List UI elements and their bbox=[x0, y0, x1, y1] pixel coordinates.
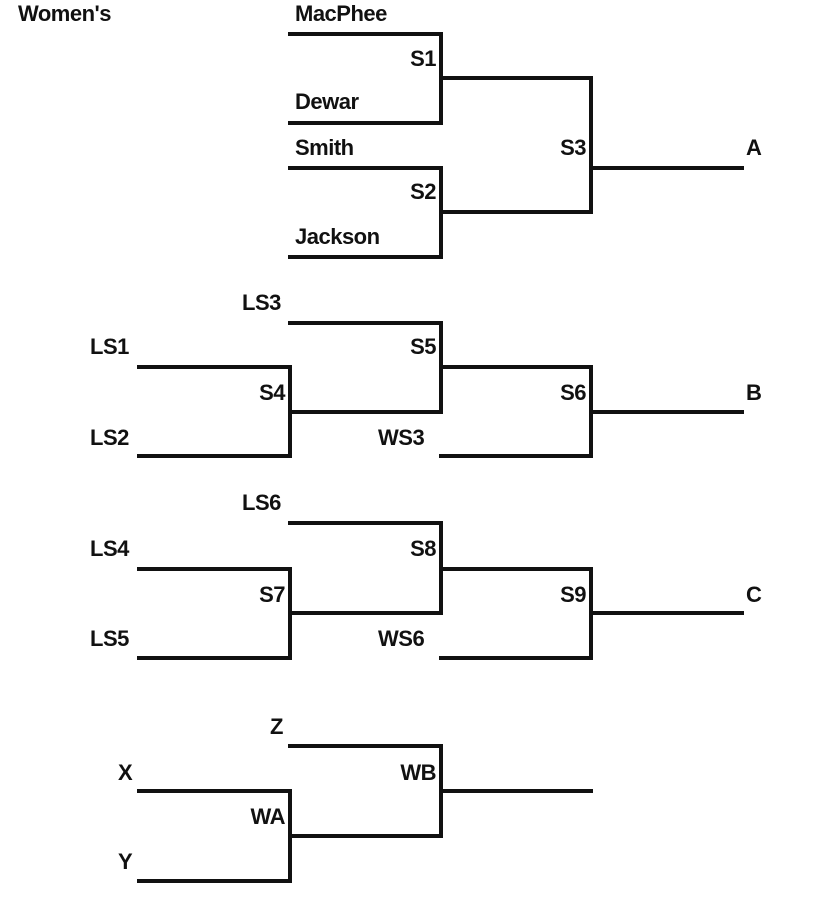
bracket-line bbox=[137, 567, 292, 571]
bracket-line bbox=[439, 76, 593, 80]
page-title: Women's bbox=[18, 1, 112, 26]
game-s2-label: S2 bbox=[410, 179, 436, 204]
bracket-line bbox=[288, 744, 443, 748]
game-wb-label: WB bbox=[400, 760, 436, 785]
ls2-label: LS2 bbox=[90, 425, 129, 450]
player-jackson: Jackson bbox=[295, 224, 380, 249]
game-s7-label: S7 bbox=[259, 582, 285, 607]
bracket-line bbox=[288, 121, 443, 125]
ls3-label: LS3 bbox=[242, 290, 281, 315]
game-s6-label: S6 bbox=[560, 380, 586, 405]
bracket-line bbox=[137, 656, 292, 660]
bracket-line bbox=[439, 454, 593, 458]
player-macphee: MacPhee bbox=[295, 1, 387, 26]
bracket-line bbox=[288, 32, 443, 36]
bracket-line bbox=[288, 521, 443, 525]
result-c-label: C bbox=[746, 582, 762, 607]
x-label: X bbox=[118, 760, 133, 785]
game-s1-label: S1 bbox=[410, 46, 436, 71]
game-wa-label: WA bbox=[250, 804, 286, 829]
ls4-label: LS4 bbox=[90, 536, 129, 561]
ls5-label: LS5 bbox=[90, 626, 129, 651]
bracket-line bbox=[439, 365, 593, 369]
ws3-label: WS3 bbox=[378, 425, 425, 450]
bracket-line bbox=[589, 611, 744, 615]
bracket-line bbox=[439, 567, 593, 571]
player-smith: Smith bbox=[295, 135, 354, 160]
bracket-line bbox=[288, 611, 443, 615]
bracket-line bbox=[589, 166, 744, 170]
bracket-line bbox=[137, 789, 292, 793]
bracket-line bbox=[288, 166, 443, 170]
bracket-line bbox=[288, 834, 443, 838]
result-b-label: B bbox=[746, 380, 762, 405]
bracket-line bbox=[137, 879, 292, 883]
player-dewar: Dewar bbox=[295, 89, 359, 114]
game-s5-label: S5 bbox=[410, 334, 436, 359]
bracket-line bbox=[589, 410, 744, 414]
z-label: Z bbox=[270, 714, 283, 739]
y-label: Y bbox=[118, 849, 133, 874]
ws6-label: WS6 bbox=[378, 626, 425, 651]
bracket-line bbox=[288, 321, 443, 325]
bracket-line bbox=[439, 656, 593, 660]
bracket-line bbox=[137, 365, 292, 369]
game-s3-label: S3 bbox=[560, 135, 586, 160]
bracket-line bbox=[439, 210, 593, 214]
bracket-line bbox=[288, 410, 443, 414]
bracket-line bbox=[137, 454, 292, 458]
bracket-line bbox=[439, 789, 593, 793]
result-a-label: A bbox=[746, 135, 762, 160]
bracket-line bbox=[288, 255, 443, 259]
ls1-label: LS1 bbox=[90, 334, 129, 359]
game-s8-label: S8 bbox=[410, 536, 436, 561]
game-s4-label: S4 bbox=[259, 380, 285, 405]
game-s9-label: S9 bbox=[560, 582, 586, 607]
ls6-label: LS6 bbox=[242, 490, 281, 515]
bracket-line bbox=[589, 76, 593, 214]
